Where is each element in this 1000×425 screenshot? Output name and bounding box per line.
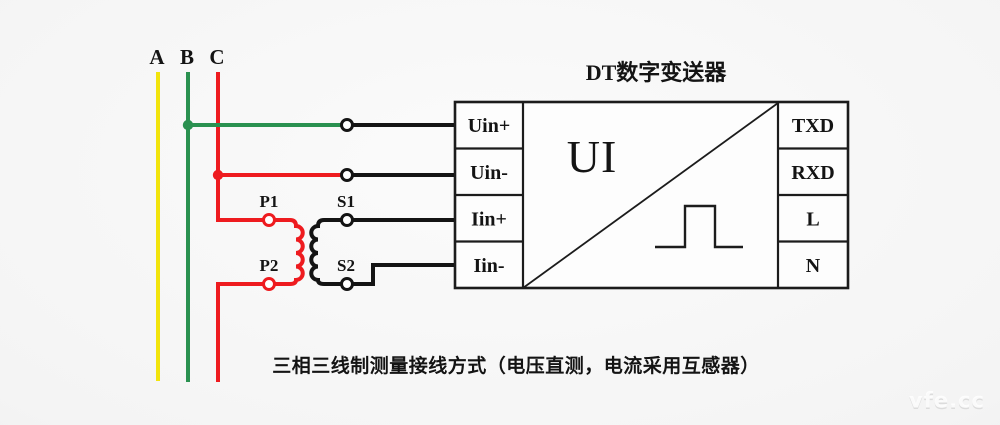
junction-dot-c <box>212 169 224 181</box>
phase-labels: A B C <box>149 45 224 69</box>
converter-diagonal-line <box>522 102 779 289</box>
ct-s2-label: S2 <box>337 256 355 275</box>
watermark: vfe.cc vfe.cc <box>909 389 985 415</box>
junction-dot-b <box>182 119 194 131</box>
input-terminal-label-iin-plus: Iin+ <box>471 209 507 231</box>
phase-lines <box>156 72 264 382</box>
uin-minus-tap-circle <box>340 168 354 182</box>
watermark-shadow-text: vfe.cc <box>909 390 985 414</box>
uin-plus-tap-circle <box>340 118 354 132</box>
input-terminal-label-uin-minus: Uin- <box>470 162 508 184</box>
transmitter-display-label: UI <box>567 131 618 182</box>
ct-p2-label: P2 <box>260 256 279 275</box>
ct-p1-terminal-circle <box>262 213 276 227</box>
phase-c-line-lower <box>216 282 264 382</box>
wire-iin-minus <box>352 263 456 286</box>
ct-primary-coil <box>274 218 305 286</box>
diagram-caption: 三相三线制测量接线方式（电压直测，电流采用互感器） <box>272 354 760 377</box>
input-terminal-label-uin-plus: Uin+ <box>468 115 511 137</box>
ct-p1-label: P1 <box>260 192 279 211</box>
voltage-taps <box>182 119 342 181</box>
input-cell-dividers <box>455 147 523 243</box>
output-terminal-label-txd: TXD <box>792 115 834 137</box>
phase-c-label: C <box>209 45 224 69</box>
phase-a-label: A <box>149 45 165 69</box>
watermark-text: vfe.cc <box>909 389 985 413</box>
input-terminal-label-iin-minus: Iin- <box>473 255 504 277</box>
signal-wires <box>340 118 456 286</box>
ct-p2-terminal-circle <box>262 277 276 291</box>
pulse-symbol <box>655 204 743 249</box>
output-terminal-label-n: N <box>806 255 821 277</box>
output-terminal-label-rxd: RXD <box>791 162 834 184</box>
output-cell-dividers <box>778 147 848 243</box>
ct-s2-terminal-circle <box>340 277 354 291</box>
ct-s1-label: S1 <box>337 192 355 211</box>
phase-b-label: B <box>180 45 194 69</box>
transmitter-box: UI Uin+ Uin- Iin+ Iin- TXD RXD L N <box>453 100 850 290</box>
output-terminal-label-l: L <box>806 209 819 231</box>
transmitter-title: DT数字变送器 <box>586 60 728 85</box>
ct-secondary-coil <box>309 218 342 286</box>
ct-s1-terminal-circle <box>340 213 354 227</box>
current-transformer: P1 P2 S1 S2 <box>260 192 355 291</box>
phase-c-line-upper <box>216 72 264 222</box>
